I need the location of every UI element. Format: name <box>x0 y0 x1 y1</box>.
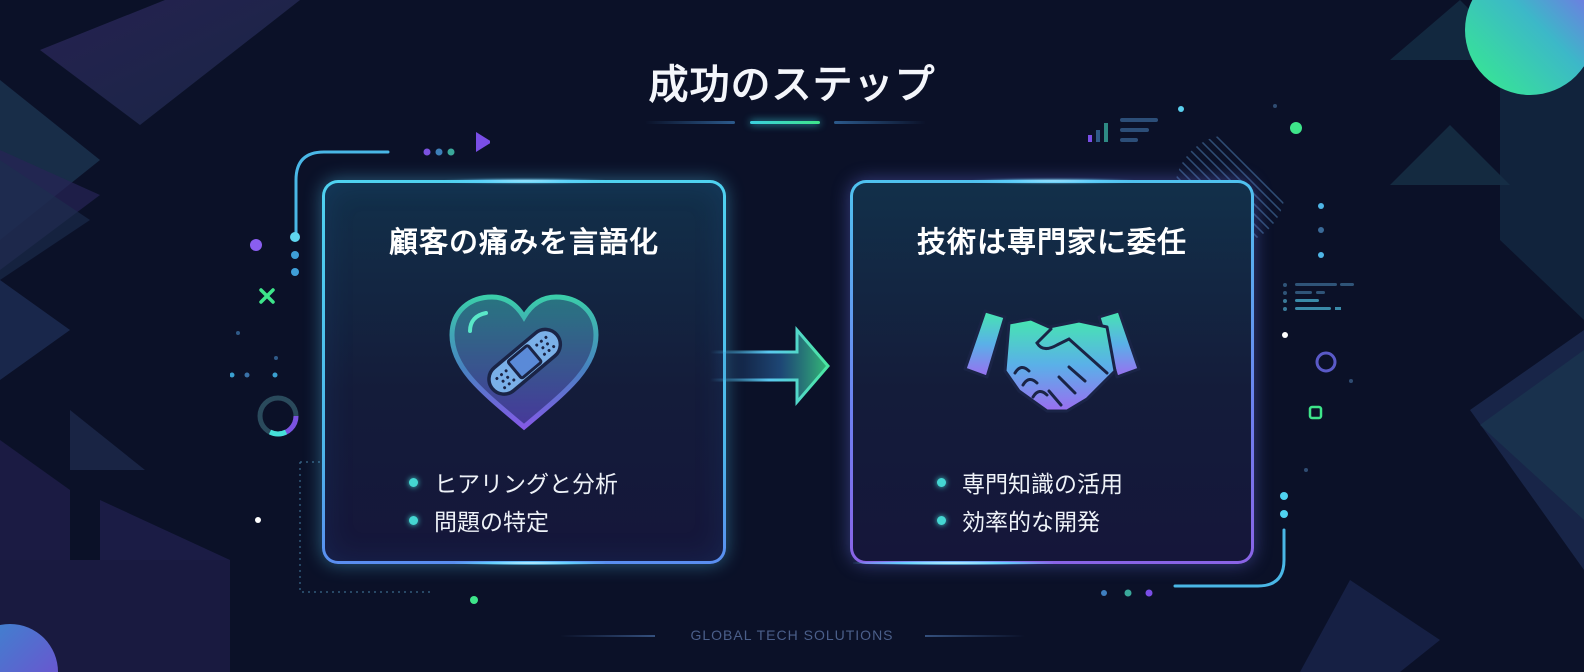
step-card-1: 顧客の痛みを言語化 ヒアリングと分析 問題の特定 <box>322 179 726 565</box>
page-title: 成功のステップ <box>648 62 936 108</box>
corner-bracket-top-left <box>294 150 390 242</box>
card-glow <box>973 179 1133 183</box>
card-glow <box>455 561 605 565</box>
bullet-item: 問題の特定 <box>409 501 618 539</box>
bullet-dot-icon <box>409 515 418 525</box>
bullet-dot-icon <box>409 477 418 487</box>
arrow-right-icon <box>710 325 830 407</box>
left-dots <box>230 132 490 378</box>
right-decorations <box>1088 104 1354 597</box>
bullet-item: 専門知識の活用 <box>937 463 1123 501</box>
bullet-list: 専門知識の活用 効率的な開発 <box>937 463 1123 539</box>
footer-brand: GLOBAL TECH SOLUTIONS <box>690 627 894 643</box>
heart-bandage-icon <box>449 294 599 431</box>
step-title: 顧客の痛みを言語化 <box>388 225 659 259</box>
bullet-dot-icon <box>937 515 946 525</box>
step-card-2: 技術は専門家に委任 専門知識の活用 効率的な開発 <box>850 179 1254 565</box>
bullet-item: ヒアリングと分析 <box>409 463 618 501</box>
bullet-item: 効率的な開発 <box>937 501 1123 539</box>
handshake-icon <box>963 309 1141 413</box>
card-glow <box>853 561 1053 565</box>
ring-icon <box>257 395 299 437</box>
title-rule-left <box>645 121 735 124</box>
bullet-list: ヒアリングと分析 問題の特定 <box>409 463 618 539</box>
title-rule-center <box>750 121 820 124</box>
step-title: 技術は専門家に委任 <box>916 225 1187 259</box>
footer-rule-left <box>560 635 655 637</box>
footer-rule-right <box>925 635 1025 637</box>
bullet-dot-icon <box>937 477 946 487</box>
card-glow <box>445 179 605 183</box>
title-rule-right <box>834 121 926 124</box>
